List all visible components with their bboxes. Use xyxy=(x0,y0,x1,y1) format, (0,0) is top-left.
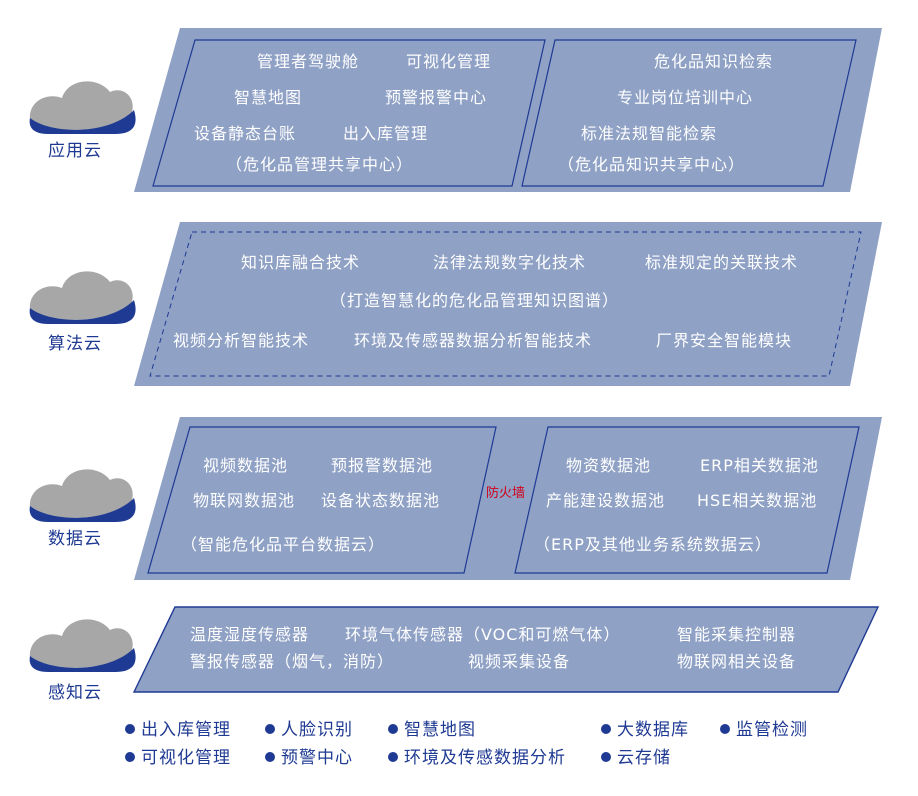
data-cloud-label: 数据云 xyxy=(48,529,102,549)
data-item: ERP相关数据池 xyxy=(700,456,819,475)
data-item: HSE相关数据池 xyxy=(697,491,818,510)
bullet-icon xyxy=(601,752,611,762)
legend-item: 人脸识别 xyxy=(265,719,353,741)
app-layer-panel xyxy=(134,28,882,192)
app-left-box xyxy=(152,39,546,187)
legend-item: 出入库管理 xyxy=(125,719,231,741)
legend-item: 云存储 xyxy=(601,747,671,769)
algo-item: 标准规定的关联技术 xyxy=(645,253,799,272)
algo-item: 厂界安全智能模块 xyxy=(656,331,793,350)
app-item: 可视化管理 xyxy=(406,52,492,71)
app-cloud-label: 应用云 xyxy=(48,141,102,161)
sense-item: 警报传感器（烟气，消防） xyxy=(190,652,395,671)
legend-item: 可视化管理 xyxy=(125,747,231,769)
algo-item: 知识库融合技术 xyxy=(241,253,361,272)
algo-layer-panel xyxy=(134,222,882,386)
app-item: 预警报警中心 xyxy=(385,88,488,107)
algo-cloud-label: 算法云 xyxy=(48,334,102,354)
sense-item: 环境气体传感器（VOC和可燃气体） xyxy=(345,625,621,644)
legend-item: 环境及传感数据分析 xyxy=(388,747,566,769)
data-left-box xyxy=(147,426,497,574)
app-right-box xyxy=(521,39,857,187)
app-right-caption: （危化品知识共享中心） xyxy=(558,155,746,174)
data-right-box xyxy=(514,426,860,574)
app-item: 管理者驾驶舱 xyxy=(257,52,360,71)
app-item: 出入库管理 xyxy=(343,124,429,143)
firewall-label: 防火墙 xyxy=(486,486,526,501)
app-left-caption: （危化品管理共享中心） xyxy=(226,155,414,174)
data-layer-panel xyxy=(134,417,882,580)
sense-cloud-label: 感知云 xyxy=(48,683,102,703)
bullet-icon xyxy=(720,724,730,734)
app-item: 标准法规智能检索 xyxy=(581,124,718,143)
legend-item: 预警中心 xyxy=(265,747,353,769)
cloud-icon xyxy=(29,469,136,522)
cloud-icon xyxy=(29,271,136,324)
sense-item: 物联网相关设备 xyxy=(677,652,797,671)
algo-item: 环境及传感器数据分析智能技术 xyxy=(354,331,593,350)
sense-item: 视频采集设备 xyxy=(468,652,571,671)
app-item: 危化品知识检索 xyxy=(654,52,774,71)
data-left-caption: （智能危化品平台数据云） xyxy=(181,535,386,554)
sense-item: 智能采集控制器 xyxy=(677,625,797,644)
data-item: 产能建设数据池 xyxy=(546,491,666,510)
bullet-icon xyxy=(265,724,275,734)
algo-item: 视频分析智能技术 xyxy=(173,331,310,350)
data-item: 预报警数据池 xyxy=(331,456,434,475)
cloud-icon xyxy=(29,81,136,134)
bullet-icon xyxy=(388,752,398,762)
algo-dashed-box xyxy=(149,231,862,377)
cloud-icon xyxy=(29,619,136,672)
legend-item: 大数据库 xyxy=(601,719,689,741)
app-item: 智慧地图 xyxy=(234,88,303,107)
algo-item: 法律法规数字化技术 xyxy=(433,253,587,272)
bullet-icon xyxy=(125,724,135,734)
legend-item: 监管检测 xyxy=(720,719,808,741)
bullet-icon xyxy=(265,752,275,762)
legend-item: 智慧地图 xyxy=(388,719,476,741)
data-item: 物资数据池 xyxy=(566,456,652,475)
app-item: 专业岗位培训中心 xyxy=(617,88,754,107)
bullet-icon xyxy=(388,724,398,734)
data-item: 物联网数据池 xyxy=(193,491,296,510)
bullet-icon xyxy=(125,752,135,762)
data-item: 视频数据池 xyxy=(203,456,289,475)
algo-caption: （打造智慧化的危化品管理知识图谱） xyxy=(330,291,620,310)
bullet-icon xyxy=(601,724,611,734)
data-item: 设备状态数据池 xyxy=(321,491,441,510)
app-item: 设备静态台账 xyxy=(194,124,297,143)
sense-layer-panel xyxy=(132,606,880,693)
sense-item: 温度湿度传感器 xyxy=(190,625,310,644)
data-right-caption: （ERP及其他业务系统数据云） xyxy=(534,535,772,554)
